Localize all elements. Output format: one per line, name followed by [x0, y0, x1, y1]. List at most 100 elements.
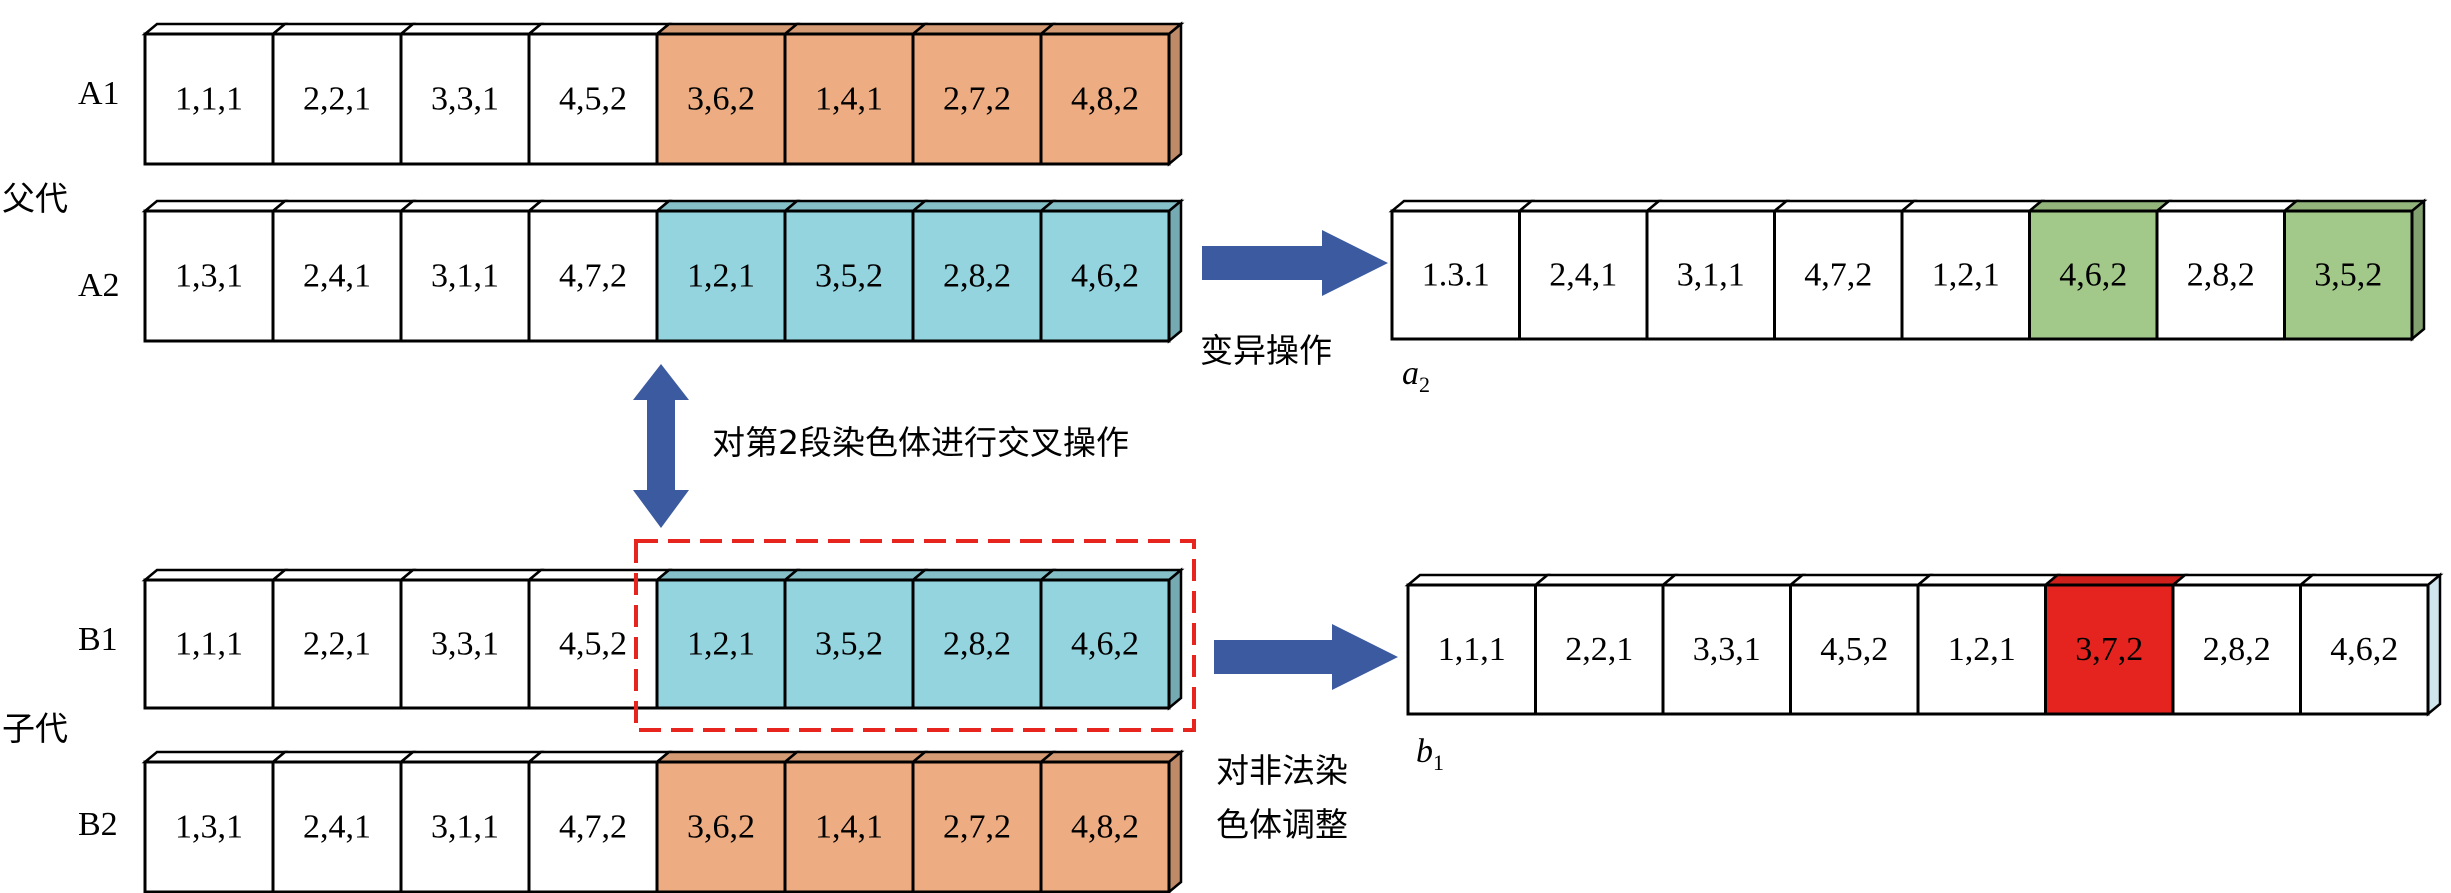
gene-cell: 2,2,1 [269, 22, 417, 166]
gene-label: 1,4,1 [815, 81, 883, 118]
gene-cell: 4,6,2 [2026, 199, 2173, 341]
gene-cell-front-face [1661, 583, 1792, 716]
gene-cell-front-face [271, 578, 403, 710]
gene-cell: 2,7,2 [909, 22, 1057, 166]
b1-label-sub: 1 [1433, 750, 1444, 775]
gene-cell-front-face [271, 209, 403, 343]
gene-label: 1,2,1 [687, 626, 755, 663]
gene-label: 2,2,1 [303, 626, 371, 663]
gene-cell-front-face [783, 760, 915, 893]
gene-cell: 1,1,1 [141, 22, 289, 166]
b1-label: b1 [1416, 733, 1444, 775]
gene-cell: 4,8,2 [1037, 749, 1185, 893]
gene-cell-front-face [655, 32, 787, 166]
gene-cell-front-face [1773, 209, 1904, 341]
gene-label: 3,3,1 [431, 81, 499, 118]
gene-label: 4,5,2 [559, 626, 627, 663]
gene-cell: 3,1,1 [397, 199, 545, 343]
gene-cell-front-face [2171, 583, 2302, 716]
gene-cell-front-face [271, 32, 403, 166]
row-label-B1: B1 [78, 621, 118, 658]
gene-label: 1,3,1 [175, 809, 243, 846]
gene-cell-front-face [271, 760, 403, 893]
gene-cell: 3,5,2 [2281, 198, 2428, 342]
gene-cell: 2,2,1 [269, 568, 417, 710]
gene-cell: 2,8,2 [2153, 199, 2300, 341]
gene-cell-front-face [1645, 209, 1776, 341]
gene-cell: 1,3,1 [141, 199, 289, 343]
mutation-operation-label: 变异操作 [1200, 331, 1332, 370]
gene-cell-front-face [2283, 209, 2414, 341]
a2-label-sub: 2 [1419, 372, 1430, 397]
gene-cell-front-face [399, 578, 531, 710]
adjust-arrow [1214, 624, 1398, 690]
gene-cell-side-face [1167, 567, 1183, 711]
gene-cell-front-face [1039, 209, 1171, 343]
gene-cell: 4,7,2 [525, 199, 673, 343]
gene-cell-front-face [527, 209, 659, 343]
gene-cell: 1,4,1 [781, 750, 929, 893]
gene-cell: 3,7,2 [2042, 573, 2189, 716]
illegal-adjust-label-line2: 色体调整 [1216, 805, 1348, 844]
gene-cell: 3,1,1 [397, 750, 545, 893]
gene-cell-front-face [911, 32, 1043, 166]
gene-label: 2,4,1 [303, 809, 371, 846]
gene-cell-front-face [911, 578, 1043, 710]
gene-cell: 2,8,2 [909, 568, 1057, 710]
gene-label: 1,4,1 [815, 809, 883, 846]
gene-label: 2,2,1 [1565, 631, 1633, 668]
gene-label: 4,6,2 [2330, 631, 2398, 668]
b1-label-name: b [1416, 733, 1433, 770]
gene-cell: 1,2,1 [653, 199, 801, 343]
gene-cell: 1,2,1 [1898, 199, 2045, 341]
gene-label: 3,3,1 [431, 626, 499, 663]
gene-cell: 3,5,2 [781, 199, 929, 343]
gene-label: 4,7,2 [559, 258, 627, 295]
gene-cell: 3,5,2 [781, 568, 929, 710]
gene-label: 3,1,1 [431, 809, 499, 846]
gene-cell: 1,2,1 [1914, 573, 2061, 716]
gene-label: 2,8,2 [2203, 631, 2271, 668]
gene-cell-front-face [1518, 209, 1649, 341]
gene-cell-front-face [655, 209, 787, 343]
gene-label: 1.3.1 [1422, 257, 1490, 294]
gene-cell-front-face [1390, 209, 1521, 341]
gene-cell: 2,4,1 [269, 199, 417, 343]
gene-cell: 1,1,1 [141, 568, 289, 710]
gene-label: 4,7,2 [1804, 257, 1872, 294]
gene-cell: 1,2,1 [653, 568, 801, 710]
gene-label: 2,4,1 [1549, 257, 1617, 294]
gene-cell-front-face [1916, 583, 2047, 716]
gene-label: 3,6,2 [687, 81, 755, 118]
gene-cell-front-face [1039, 578, 1171, 710]
gene-cell: 1,4,1 [781, 22, 929, 166]
gene-cell: 1.3.1 [1388, 199, 1535, 341]
row-label-A1: A1 [78, 75, 120, 112]
gene-label: 1,3,1 [175, 258, 243, 295]
gene-cell: 3,6,2 [653, 22, 801, 166]
gene-cell: 2,4,1 [269, 750, 417, 893]
gene-label: 2,8,2 [943, 626, 1011, 663]
gene-label: 3,1,1 [431, 258, 499, 295]
gene-cell: 2,8,2 [909, 199, 1057, 343]
gene-label: 2,8,2 [2187, 257, 2255, 294]
gene-cell-front-face [1039, 760, 1171, 893]
gene-cell-front-face [1406, 583, 1537, 716]
illegal-adjust-label-line1: 对非法染 [1216, 751, 1348, 790]
parent-generation-label: 父代 [2, 179, 68, 218]
gene-label: 1,2,1 [687, 258, 755, 295]
gene-label: 3,3,1 [1693, 631, 1761, 668]
child-generation-label: 子代 [2, 709, 68, 748]
gene-label: 3,1,1 [1677, 257, 1745, 294]
gene-label: 4,5,2 [559, 81, 627, 118]
gene-label: 4,6,2 [1071, 626, 1139, 663]
gene-label: 3,7,2 [2075, 631, 2143, 668]
gene-cell-side-face [1167, 21, 1183, 167]
